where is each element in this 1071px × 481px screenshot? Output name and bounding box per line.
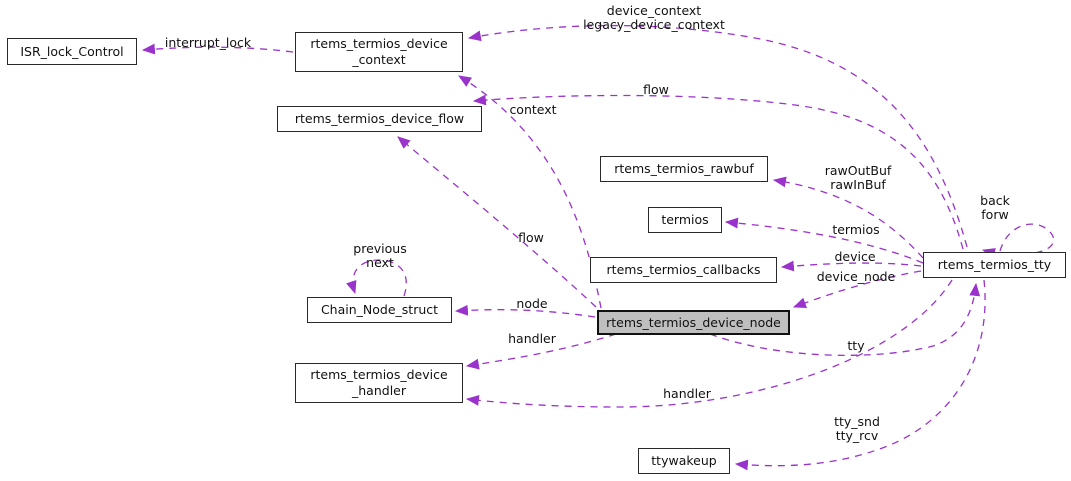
node-label: ISR_lock_Control (20, 43, 124, 59)
edge-label-device-node: device_node (816, 269, 896, 284)
edge-label-termios: termios (832, 222, 880, 237)
edge-tty-to-device-flow (472, 94, 964, 250)
node-ttywakeup[interactable]: ttywakeup (638, 448, 730, 474)
node-rtems-termios-rawbuf[interactable]: rtems_termios_rawbuf (600, 156, 768, 182)
node-label: rtems_termios_callbacks (606, 262, 761, 278)
edge-label-node: node (516, 296, 548, 311)
edge-device-node-to-device-context (458, 75, 602, 309)
edge-tty-to-device-node (792, 270, 922, 308)
node-rtems-termios-callbacks[interactable]: rtems_termios_callbacks (590, 257, 777, 283)
node-label: rtems_termios_rawbuf (614, 161, 754, 177)
edge-tty-self-loop (981, 223, 1055, 259)
node-label: rtems_termios_tty (937, 257, 1052, 273)
edge-device-node-to-chain-node (454, 304, 596, 318)
edge-label-tty: tty (847, 338, 865, 353)
edge-label-context: context (509, 102, 557, 117)
edge-device-node-to-tty (709, 282, 981, 356)
edge-device-node-to-device-handler (465, 333, 617, 370)
node-rtems-termios-device-context[interactable]: rtems_termios_device _context (295, 32, 463, 72)
edge-chain-node-self-loop (346, 259, 407, 297)
edge-label-handler-1: handler (508, 331, 556, 346)
edge-label-handler-2: handler (663, 386, 711, 401)
node-termios[interactable]: termios (648, 207, 722, 233)
node-label: ttywakeup (651, 453, 717, 469)
node-rtems-termios-tty[interactable]: rtems_termios_tty (923, 252, 1066, 278)
edge-label-flow-mid: flow (518, 230, 544, 245)
edge-label-device: device (834, 249, 876, 264)
edge-tty-to-device-handler (465, 279, 953, 408)
edge-tty-to-callbacks (780, 260, 922, 272)
edge-label-flow-top: flow (643, 82, 669, 97)
edge-device-node-to-device-flow (397, 136, 597, 308)
node-rtems-termios-device-node[interactable]: rtems_termios_device_node (597, 310, 790, 335)
node-label: termios (661, 212, 709, 228)
edge-label-back-forw: back forw (980, 193, 1010, 222)
node-label: Chain_Node_struct (320, 302, 439, 318)
edge-label-previous-next: previous next (353, 241, 407, 270)
node-label: rtems_termios_device_flow (294, 111, 465, 127)
node-label: rtems_termios_device _handler (310, 367, 448, 398)
edge-label-tty-snd-rcv: tty_snd tty_rcv (834, 414, 880, 443)
node-rtems-termios-device-handler[interactable]: rtems_termios_device _handler (295, 363, 463, 403)
node-chain-node-struct[interactable]: Chain_Node_struct (307, 297, 452, 323)
node-label: rtems_termios_device _context (310, 36, 448, 67)
node-rtems-termios-device-flow[interactable]: rtems_termios_device_flow (277, 106, 482, 132)
node-label: rtems_termios_device_node (606, 314, 781, 330)
node-isr-lock-control[interactable]: ISR_lock_Control (7, 38, 137, 65)
edge-label-rawbuf: rawOutBuf rawInBuf (824, 163, 892, 192)
edge-label-interrupt-lock: interrupt_lock (164, 35, 252, 50)
edge-label-device-context-legacy: device_context legacy_device_context (583, 3, 725, 32)
edge-tty-to-device-context (467, 24, 968, 248)
edge-device-context-to-isr-lock (141, 43, 294, 55)
